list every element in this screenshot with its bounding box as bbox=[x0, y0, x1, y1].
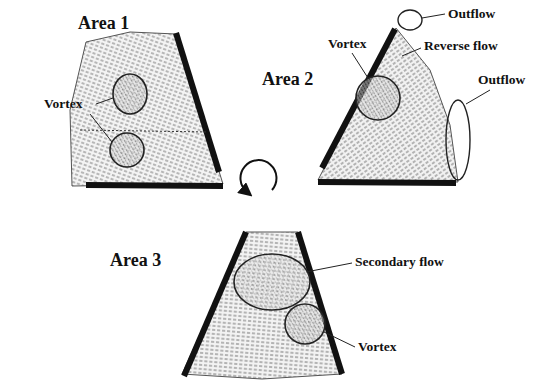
rotation-arrow bbox=[240, 160, 276, 192]
flow-field bbox=[182, 232, 342, 379]
wall-line bbox=[322, 29, 395, 168]
leader-line bbox=[422, 14, 445, 18]
callout-label: Vortex bbox=[358, 339, 397, 355]
wall-line bbox=[298, 232, 342, 374]
sector-shape bbox=[258, 8, 468, 193]
wall-line bbox=[184, 232, 246, 376]
area-label: Area 1 bbox=[78, 13, 129, 34]
callout-label: Reverse flow bbox=[424, 38, 498, 54]
wall-line bbox=[176, 33, 219, 172]
sector-shape bbox=[105, 215, 355, 380]
outflow-ellipse bbox=[398, 10, 422, 30]
callout-label: Outflow bbox=[448, 6, 495, 22]
callout-label: Vortex bbox=[44, 96, 83, 112]
wall-line bbox=[86, 185, 223, 186]
area-label: Area 2 bbox=[262, 69, 313, 90]
leader-line bbox=[466, 90, 490, 104]
callout-label: Secondary flow bbox=[355, 254, 444, 270]
flow-field bbox=[70, 32, 223, 186]
leader-line bbox=[352, 53, 368, 78]
area-label: Area 3 bbox=[110, 250, 161, 271]
flow-area: Area 2 bbox=[258, 8, 468, 193]
callout-label: Vortex bbox=[328, 36, 367, 52]
flow-area: Area 3 bbox=[105, 215, 355, 380]
wall-line bbox=[318, 182, 456, 183]
callout-label: Outflow bbox=[478, 72, 525, 88]
